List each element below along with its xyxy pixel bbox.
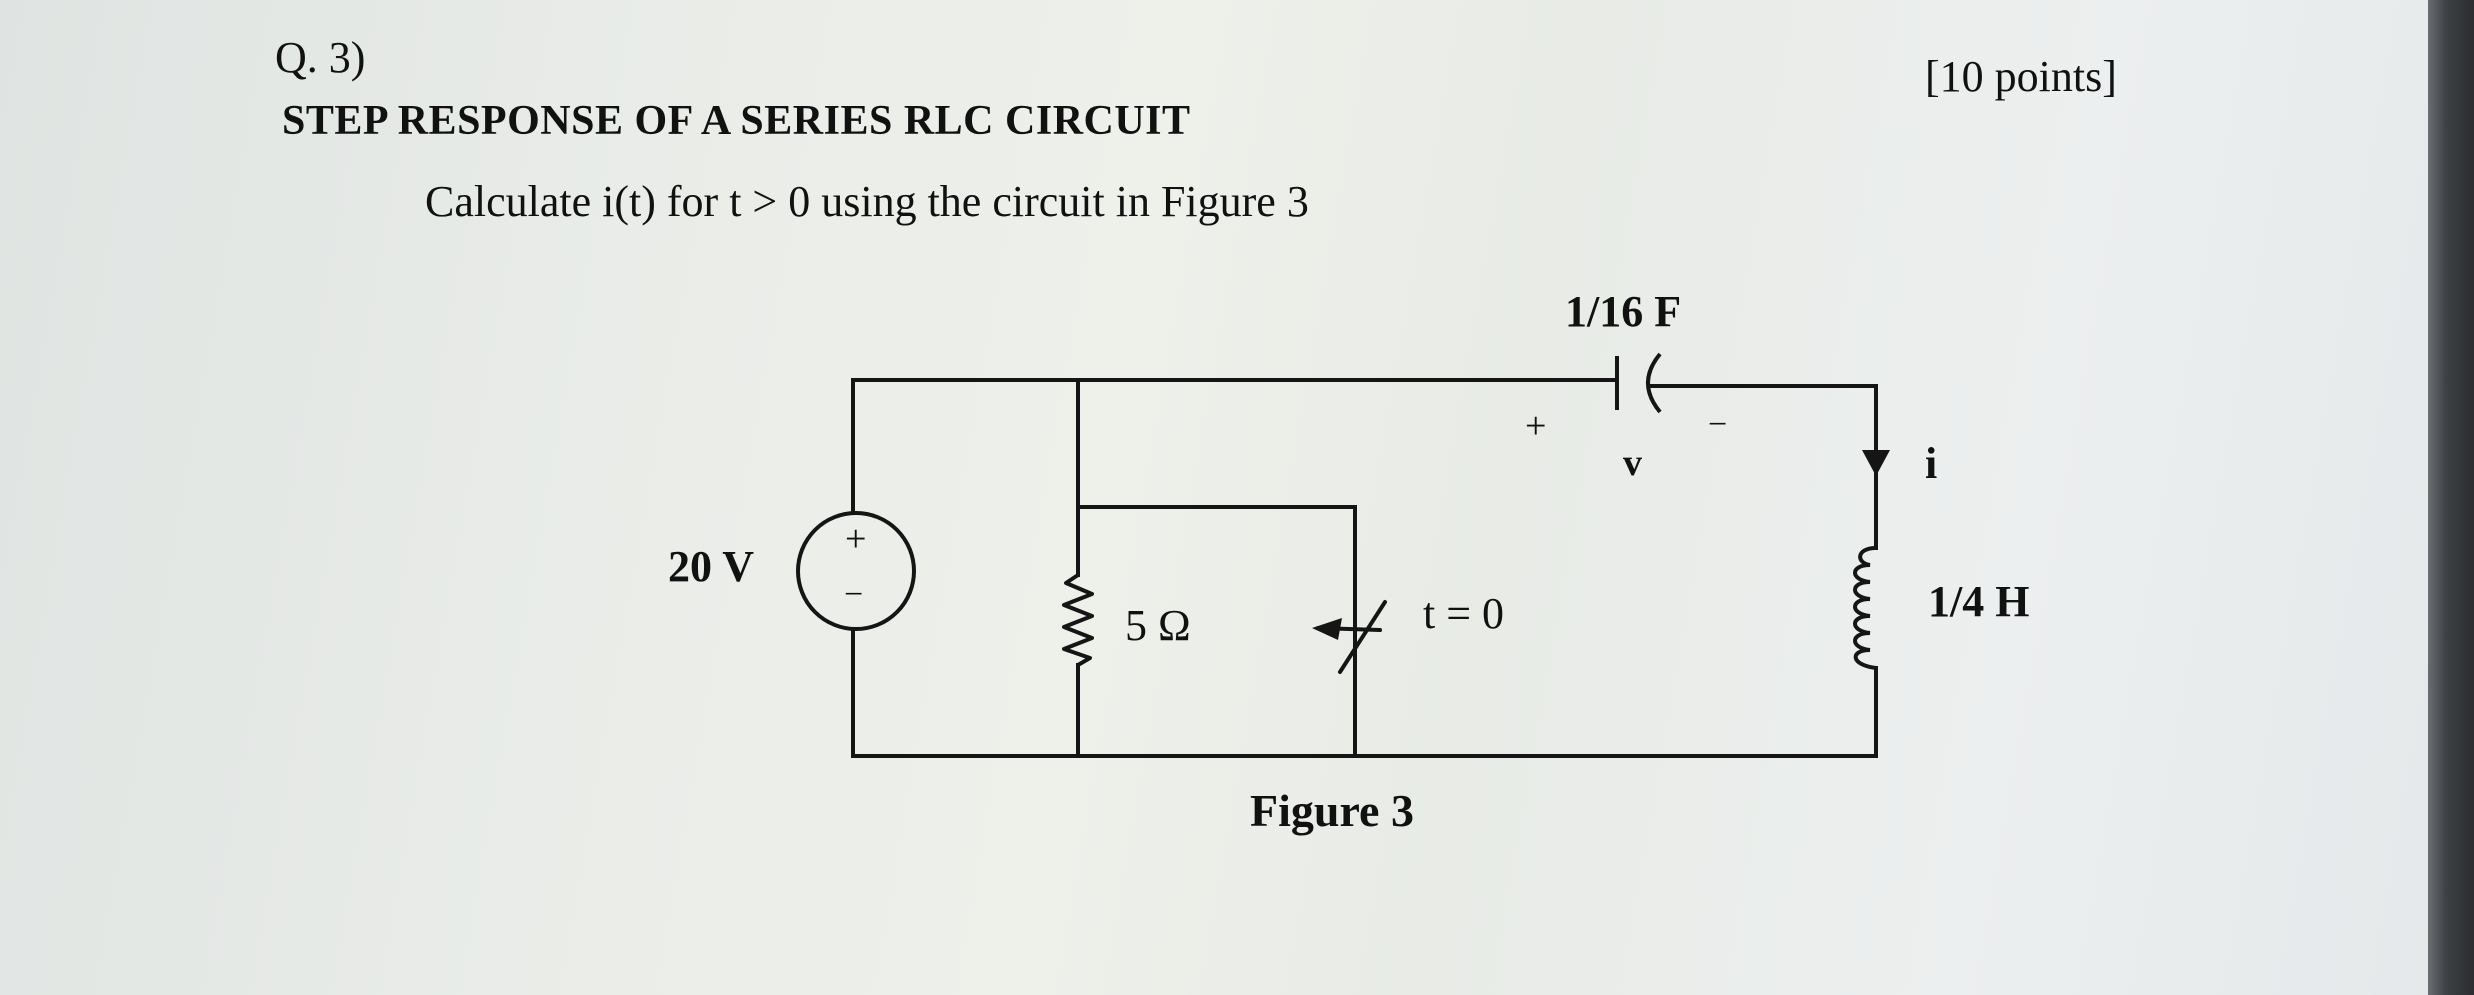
switch-time-label: t = 0 [1423,589,1504,638]
cap-plus-sign: + [1525,405,1546,447]
capacitor-1-16-f [1615,352,1662,414]
current-label: i [1925,439,1937,488]
current-arrow [1862,450,1890,476]
figure-caption: Figure 3 [1250,785,1414,836]
source-voltage-label: 20 V [668,542,754,591]
inductor-1-4-h [1853,546,1877,670]
inductor-label: 1/4 H [1928,577,2029,626]
cap-voltage-label: v [1623,442,1642,484]
question-number: Q. 3) [275,33,366,82]
cap-minus-sign: − [1708,406,1727,443]
wire-top-right [1648,384,1878,452]
switch [1312,600,1387,674]
question-title: STEP RESPONSE OF A SERIES RLC CIRCUIT [282,98,1191,144]
resistor-label: 5 Ω [1125,601,1191,650]
voltage-source [796,511,916,631]
capacitor-label: 1/16 F [1565,287,1681,336]
wire-switch-top [1076,505,1357,614]
question-prompt: Calculate i(t) for t > 0 using the circu… [425,177,1309,226]
points-label: [10 points] [1925,52,2117,101]
resistor-5-ohm [1062,573,1094,667]
source-minus-sign: − [844,576,863,613]
screen-edge [2428,0,2474,995]
source-plus-sign: + [845,518,866,560]
